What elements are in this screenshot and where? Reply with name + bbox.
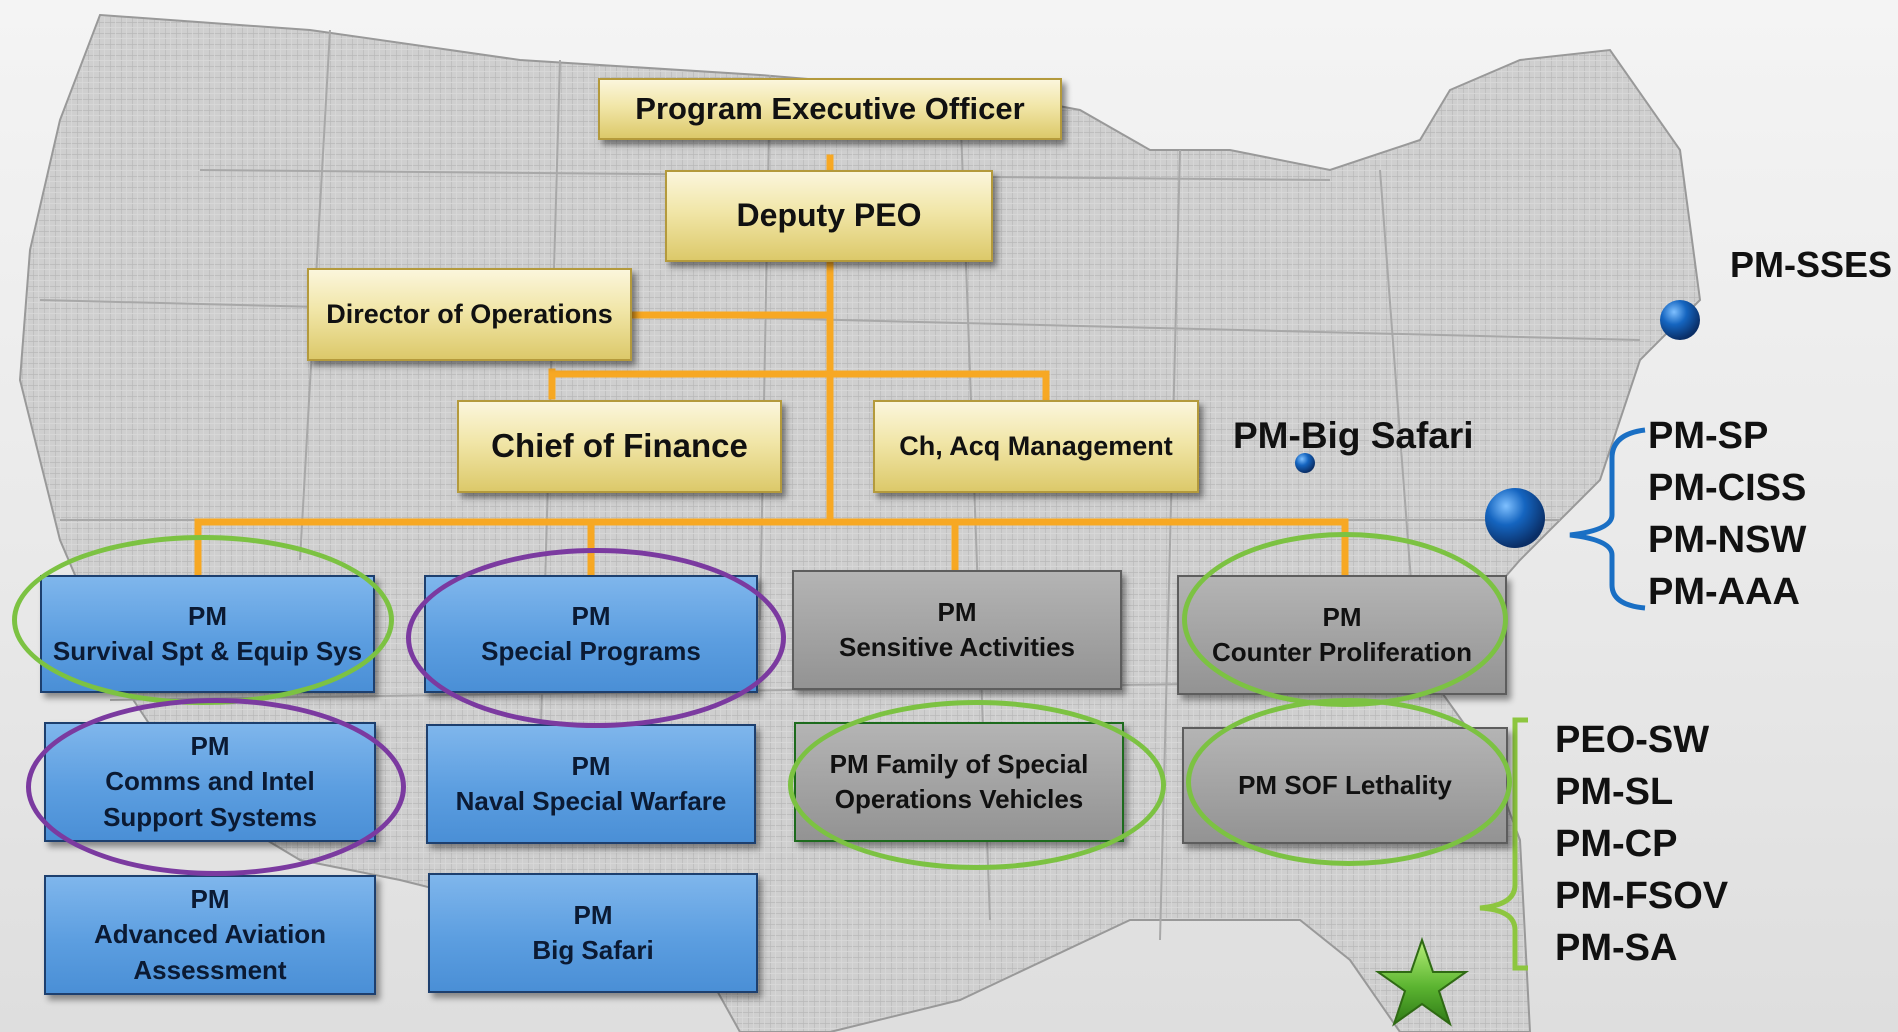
director-ops-box: Director of Operations bbox=[307, 268, 632, 361]
pm-sses-line1: PM bbox=[188, 600, 227, 631]
pm-nsw-box: PM Naval Special Warfare bbox=[426, 724, 756, 844]
pm-nsw-line1: PM bbox=[571, 750, 611, 781]
pm-ciss-line3: Support Systems bbox=[103, 801, 317, 832]
pm-sp-line1: PM bbox=[571, 600, 611, 631]
chief-finance-label: Chief of Finance bbox=[491, 427, 748, 465]
bracket-green bbox=[1479, 717, 1528, 971]
pm-cp-line1: PM bbox=[1322, 601, 1362, 632]
pm-ciss-box: PM Comms and Intel Support Systems bbox=[44, 722, 376, 842]
pm-bs-line1: PM bbox=[573, 899, 613, 930]
pm-bs-line2: Big Safari bbox=[532, 935, 654, 965]
acq-mgmt-label: Ch, Acq Management bbox=[899, 431, 1173, 462]
fl-group-item: PM-FSOV bbox=[1555, 875, 1729, 917]
fl-group-item: PM-SL bbox=[1555, 771, 1674, 813]
pm-nsw-line2: Naval Special Warfare bbox=[455, 786, 727, 816]
pm-bs-box: PM Big Safari bbox=[428, 873, 758, 993]
dc-group-item: PM-NSW bbox=[1648, 519, 1807, 561]
director-ops-label: Director of Operations bbox=[326, 299, 613, 330]
pm-sp-box: PM Special Programs bbox=[424, 575, 758, 693]
pm-ciss-line1: PM bbox=[190, 731, 230, 762]
pm-ciss-line2: Comms and Intel bbox=[105, 766, 315, 797]
fl-group-list: PEO-SW PM-SL PM-CP PM-FSOV PM-SA bbox=[1555, 714, 1728, 974]
pm-sp-line2: Special Programs bbox=[481, 636, 701, 666]
pm-sses-box: PM Survival Spt & Equip Sys bbox=[40, 575, 375, 693]
acq-mgmt-box: Ch, Acq Management bbox=[873, 400, 1199, 493]
label-pm-sses: PM-SSES bbox=[1730, 244, 1893, 285]
pm-cp-box: PM Counter Proliferation bbox=[1177, 575, 1507, 695]
peo-box: Program Executive Officer bbox=[598, 78, 1062, 140]
peo-label: Program Executive Officer bbox=[635, 91, 1025, 127]
pm-aaa-box: PM Advanced Aviation Assessment bbox=[44, 875, 376, 995]
pm-sl-box: PM SOF Lethality bbox=[1182, 727, 1508, 844]
dc-group-item: PM-AAA bbox=[1648, 571, 1800, 613]
pm-aaa-line2: Advanced Aviation bbox=[93, 919, 327, 950]
pm-sl-line1: PM SOF Lethality bbox=[1238, 769, 1452, 800]
marker-sses bbox=[1660, 300, 1700, 340]
fl-group-item: PM-SA bbox=[1555, 927, 1678, 969]
pm-sa-line1: PM bbox=[937, 596, 977, 627]
pm-aaa-line1: PM bbox=[190, 884, 230, 915]
dc-group-list: PM-SP PM-CISS PM-NSW PM-AAA bbox=[1648, 410, 1806, 618]
marker-big-safari bbox=[1295, 453, 1315, 473]
deputy-peo-label: Deputy PEO bbox=[736, 197, 922, 234]
pm-aaa-line3: Assessment bbox=[133, 954, 287, 985]
marker-dc bbox=[1485, 488, 1545, 548]
fl-group-item: PEO-SW bbox=[1555, 719, 1710, 761]
pm-sses-line2: Survival Spt & Equip Sys bbox=[52, 636, 363, 666]
fl-group-item: PM-CP bbox=[1555, 823, 1678, 865]
pm-fsov-line2: Operations Vehicles bbox=[834, 784, 1084, 814]
label-pm-big-safari: PM-Big Safari bbox=[1233, 415, 1474, 456]
pm-sa-line2: Sensitive Activities bbox=[838, 632, 1076, 662]
star-icon bbox=[1374, 936, 1470, 1027]
bracket-blue bbox=[1569, 427, 1646, 611]
deputy-peo-box: Deputy PEO bbox=[665, 170, 993, 262]
pm-fsov-line1: PM Family of Special bbox=[829, 748, 1089, 779]
pm-cp-line2: Counter Proliferation bbox=[1211, 637, 1472, 667]
pm-fsov-box: PM Family of Special Operations Vehicles bbox=[794, 722, 1124, 842]
chief-finance-box: Chief of Finance bbox=[457, 400, 782, 493]
dc-group-item: PM-CISS bbox=[1648, 467, 1807, 509]
pm-sa-box: PM Sensitive Activities bbox=[792, 570, 1122, 690]
dc-group-item: PM-SP bbox=[1648, 415, 1769, 457]
location-markers bbox=[1295, 300, 1700, 548]
